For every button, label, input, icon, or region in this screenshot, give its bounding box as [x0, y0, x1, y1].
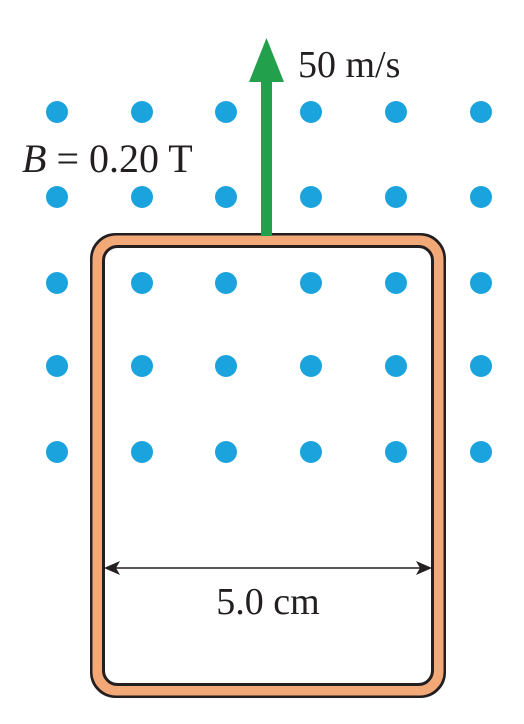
- field-dot: [470, 272, 492, 294]
- field-dot: [385, 101, 407, 123]
- field-label: B = 0.20 T: [22, 136, 193, 181]
- field-dot: [46, 355, 68, 377]
- dimension-arrowhead-left: [104, 561, 120, 575]
- loop-inner-edge: [102, 245, 434, 686]
- field-symbol: B: [22, 136, 46, 181]
- field-dot: [300, 441, 322, 463]
- field-dot: [131, 101, 153, 123]
- field-dot: [46, 441, 68, 463]
- field-dot: [215, 186, 237, 208]
- field-dot: [131, 186, 153, 208]
- field-dot: [470, 101, 492, 123]
- field-dot: [385, 441, 407, 463]
- field-dot: [215, 355, 237, 377]
- width-dimension: [104, 561, 432, 575]
- field-dot: [131, 441, 153, 463]
- velocity-arrow: [249, 38, 284, 236]
- field-dot: [131, 355, 153, 377]
- velocity-arrowhead: [249, 38, 284, 82]
- width-label: 5.0 cm: [216, 581, 319, 623]
- field-dot: [215, 101, 237, 123]
- field-dot: [385, 272, 407, 294]
- velocity-arrow-shaft: [261, 70, 272, 236]
- dimension-arrowhead-right: [416, 561, 432, 575]
- loop-outer-edge: [90, 233, 446, 698]
- field-dot: [300, 101, 322, 123]
- field-dot: [470, 186, 492, 208]
- field-value: = 0.20 T: [46, 136, 192, 181]
- loop-band: [92, 235, 444, 696]
- field-dot: [300, 186, 322, 208]
- field-dot: [46, 186, 68, 208]
- conducting-loop: [90, 233, 446, 698]
- field-dot: [300, 272, 322, 294]
- field-dot: [215, 272, 237, 294]
- magnetic-field-dots: [46, 101, 492, 463]
- field-dot: [300, 355, 322, 377]
- field-dot: [46, 101, 68, 123]
- field-dot: [470, 441, 492, 463]
- field-dot: [215, 441, 237, 463]
- field-dot: [385, 186, 407, 208]
- field-dot: [46, 272, 68, 294]
- field-dot: [131, 272, 153, 294]
- field-dot: [470, 355, 492, 377]
- velocity-label: 50 m/s: [298, 44, 400, 86]
- field-dot: [385, 355, 407, 377]
